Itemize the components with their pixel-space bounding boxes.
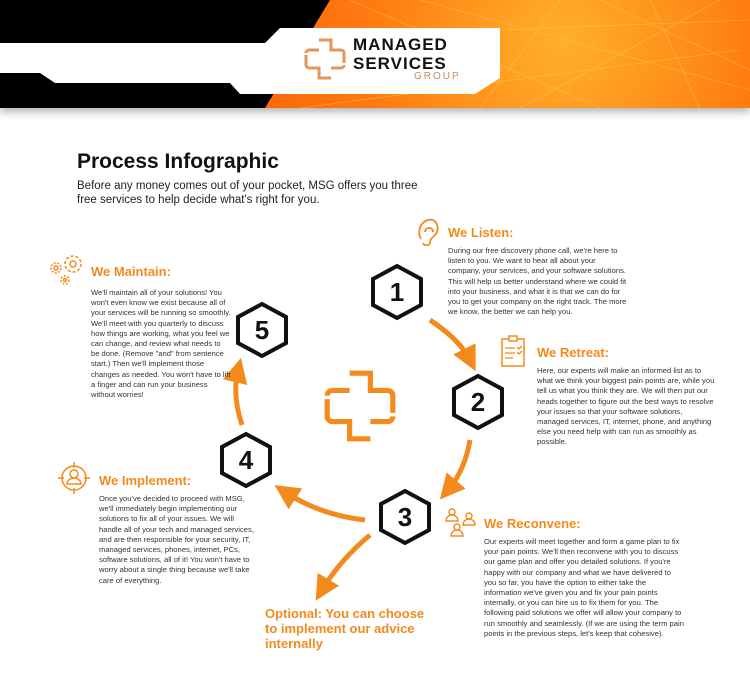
optional-note: Optional: You can choose to implement ou…: [265, 606, 425, 651]
gears-icon: [50, 255, 82, 285]
step-2-hexagon: 2: [451, 373, 505, 431]
step-5-body: We'll maintain all of your solutions! Yo…: [91, 288, 231, 400]
center-logo-icon: [324, 370, 396, 442]
step-3-hexagon: 3: [378, 488, 432, 546]
step-4-body: Once you've decided to proceed with MSG,…: [99, 494, 254, 585]
step-2-heading: We Retreat:: [537, 345, 610, 360]
step-3-heading: We Reconvene:: [484, 516, 581, 531]
people-icon: [445, 508, 476, 537]
step-5-heading: We Maintain:: [91, 264, 171, 279]
arrow-1-to-2: [428, 317, 476, 372]
arrow-3-to-4: [274, 485, 366, 523]
step-2-body: Here, our experts will make an informed …: [537, 366, 715, 447]
step-1-heading: We Listen:: [448, 225, 514, 240]
page-subtitle: Before any money comes out of your pocke…: [77, 180, 418, 206]
page-title: Process Infographic: [77, 150, 279, 173]
ear-icon: [418, 218, 439, 247]
arrow-2-to-3: [439, 439, 473, 500]
step-3-body: Our experts will meet together and form …: [484, 537, 684, 638]
arrow-4-to-5: [222, 357, 248, 426]
step-1-body: During our free discovery phone call, we…: [448, 246, 627, 317]
logo-group-text: GROUP: [414, 71, 461, 82]
step-1-hexagon: 1: [370, 263, 424, 321]
arrow-3-to-optional: [315, 533, 372, 601]
step-4-hexagon: 4: [219, 431, 273, 489]
step-5-hexagon: 5: [235, 301, 289, 359]
msg-logo-icon: [304, 38, 346, 80]
step-4-heading: We Implement:: [99, 473, 192, 488]
clipboard-icon: [501, 335, 525, 367]
target-person-icon: [58, 462, 90, 494]
